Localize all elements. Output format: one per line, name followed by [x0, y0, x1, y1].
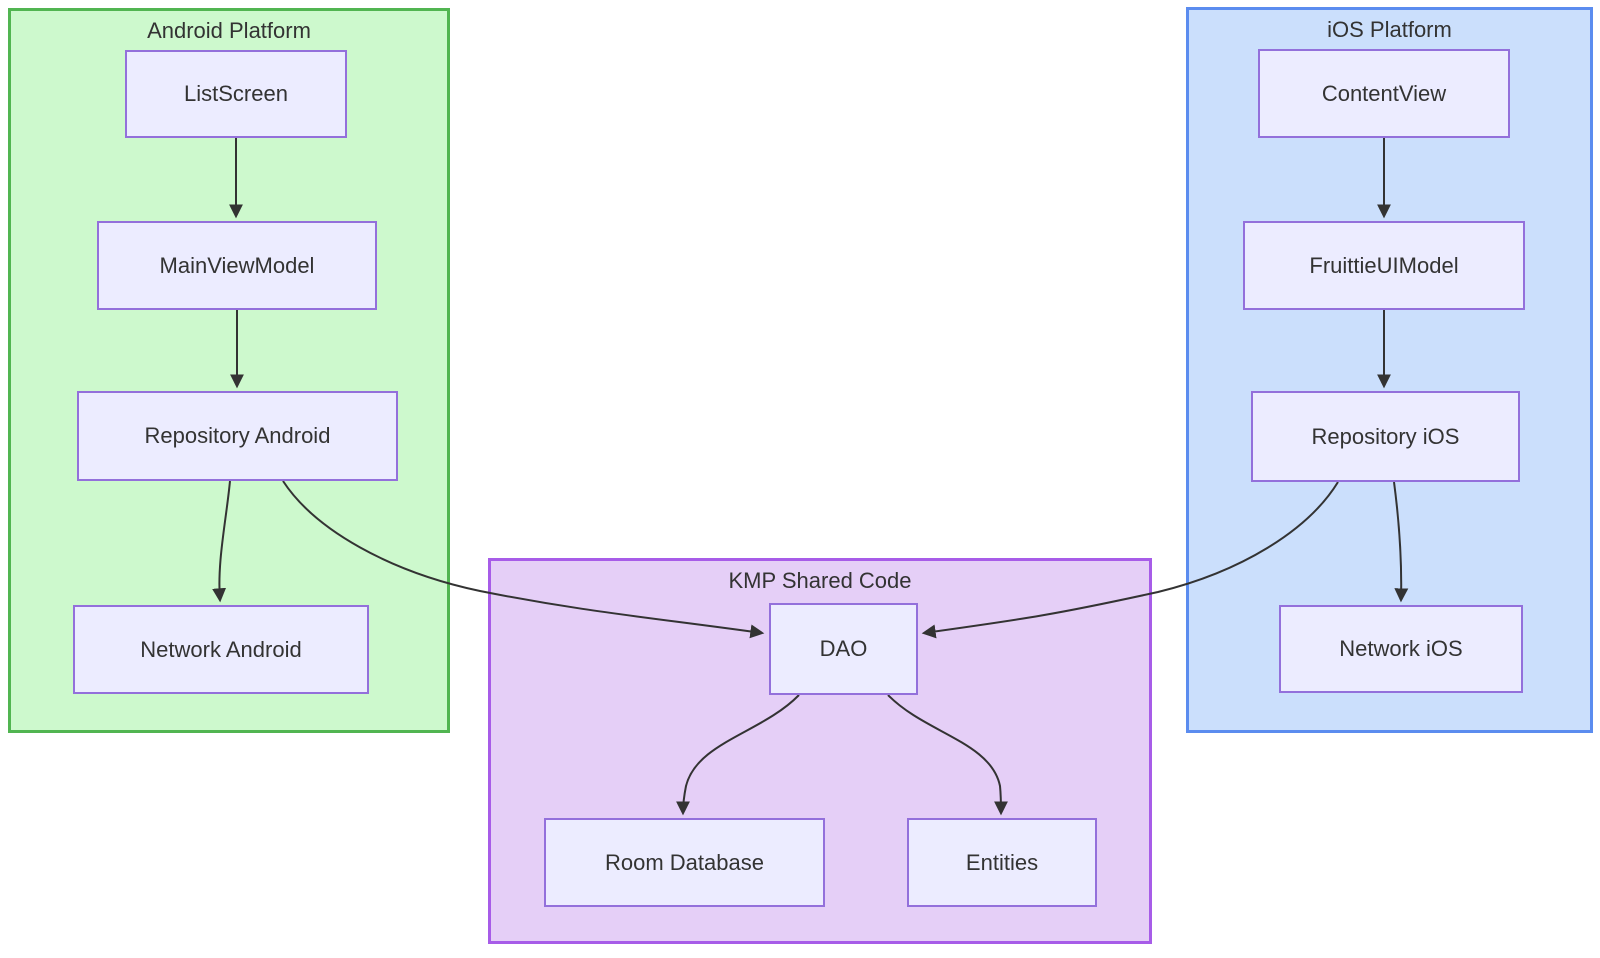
- node-network-ios-label: Network iOS: [1339, 636, 1463, 661]
- node-listscreen-label: ListScreen: [184, 81, 288, 106]
- node-repository-android-label: Repository Android: [144, 423, 331, 448]
- node-fruittieuimodel-label: FruittieUIModel: [1309, 252, 1459, 278]
- node-network-ios: Network iOS: [1279, 605, 1523, 693]
- node-entities: Entities: [907, 818, 1097, 907]
- group-android-platform-title: Android Platform: [147, 18, 311, 43]
- node-room-database-label: Room Database: [605, 849, 764, 875]
- node-listscreen: ListScreen: [125, 50, 347, 138]
- node-contentview-label: ContentView: [1321, 80, 1447, 106]
- node-repository-ios-label: Repository iOS: [1311, 423, 1460, 449]
- node-repository-ios: Repository iOS: [1251, 391, 1520, 482]
- node-contentview: ContentView: [1258, 49, 1510, 138]
- group-kmp-shared-code-title: KMP Shared Code: [728, 568, 912, 593]
- node-network-android: Network Android: [73, 605, 369, 694]
- node-fruittieuimodel: FruittieUIModel: [1243, 221, 1525, 310]
- node-dao-label: DAO: [819, 636, 868, 661]
- node-mainviewmodel-label: MainViewModel: [159, 252, 315, 278]
- node-mainviewmodel: MainViewModel: [97, 221, 377, 310]
- node-network-android-label: Network Android: [140, 636, 302, 662]
- group-ios-platform-title: iOS Platform: [1327, 17, 1452, 42]
- node-dao: DAO: [769, 603, 918, 695]
- node-entities-label: Entities: [965, 849, 1039, 875]
- node-repository-android: Repository Android: [77, 391, 398, 481]
- node-room-database: Room Database: [544, 818, 825, 907]
